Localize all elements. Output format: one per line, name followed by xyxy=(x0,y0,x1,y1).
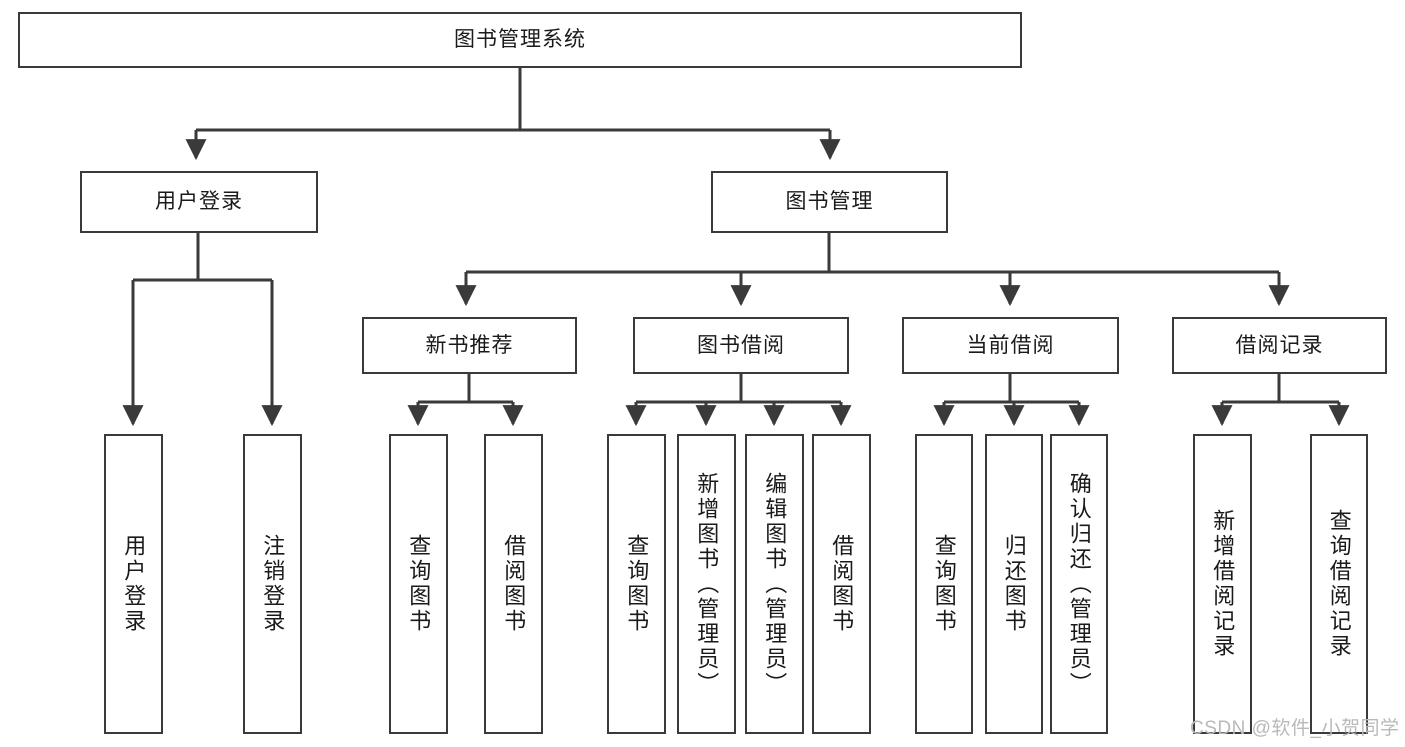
leaf-query-borrowing-record-label: 查询借阅记录 xyxy=(1326,509,1352,659)
node-borrowing-records-label: 借阅记录 xyxy=(1235,333,1324,357)
leaf-query-book-current[interactable]: 查询图书 xyxy=(915,434,973,734)
node-current-borrowing-label: 当前借阅 xyxy=(966,333,1055,357)
watermark-text: CSDN @软件_小贺同学 xyxy=(1190,718,1400,739)
node-user-login[interactable]: 用户登录 xyxy=(80,171,318,233)
leaf-return-book-label: 归还图书 xyxy=(1001,534,1027,634)
leaf-logout[interactable]: 注销登录 xyxy=(243,434,302,734)
node-book-management-label: 图书管理 xyxy=(785,190,874,214)
leaf-borrow-book-recommend[interactable]: 借阅图书 xyxy=(484,434,543,734)
node-book-management[interactable]: 图书管理 xyxy=(711,171,948,233)
leaf-borrow-book[interactable]: 借阅图书 xyxy=(812,434,871,734)
leaf-query-book-recommend[interactable]: 查询图书 xyxy=(389,434,448,734)
leaf-query-book-current-label: 查询图书 xyxy=(931,534,957,634)
node-user-login-label: 用户登录 xyxy=(155,190,243,214)
leaf-edit-book-admin[interactable]: 编辑图书（管理员） xyxy=(745,434,804,734)
leaf-query-book-recommend-label: 查询图书 xyxy=(406,534,432,634)
leaf-confirm-return-admin-label: 确认归还（管理员） xyxy=(1066,471,1092,697)
leaf-edit-book-admin-label: 编辑图书（管理员） xyxy=(762,471,788,697)
leaf-logout-label: 注销登录 xyxy=(260,534,286,634)
node-root-label: 图书管理系统 xyxy=(454,28,586,52)
node-book-borrowing-label: 图书借阅 xyxy=(697,333,785,357)
leaf-query-book-borrowing[interactable]: 查询图书 xyxy=(607,434,666,734)
leaf-borrow-book-label: 借阅图书 xyxy=(829,534,855,634)
leaf-query-book-borrowing-label: 查询图书 xyxy=(624,534,650,634)
node-new-book-recommendation[interactable]: 新书推荐 xyxy=(362,317,577,374)
leaf-add-borrowing-record[interactable]: 新增借阅记录 xyxy=(1193,434,1252,734)
leaf-return-book[interactable]: 归还图书 xyxy=(985,434,1043,734)
node-book-borrowing[interactable]: 图书借阅 xyxy=(633,317,849,374)
leaf-user-login[interactable]: 用户登录 xyxy=(104,434,163,734)
node-current-borrowing[interactable]: 当前借阅 xyxy=(902,317,1119,374)
leaf-confirm-return-admin[interactable]: 确认归还（管理员） xyxy=(1050,434,1108,734)
leaf-add-book-admin-label: 新增图书（管理员） xyxy=(694,471,720,697)
leaf-user-login-label: 用户登录 xyxy=(121,534,147,634)
leaf-add-borrowing-record-label: 新增借阅记录 xyxy=(1210,509,1236,659)
node-borrowing-records[interactable]: 借阅记录 xyxy=(1172,317,1387,374)
node-new-book-recommendation-label: 新书推荐 xyxy=(425,333,514,357)
node-root[interactable]: 图书管理系统 xyxy=(18,12,1022,68)
leaf-borrow-book-recommend-label: 借阅图书 xyxy=(501,534,527,634)
leaf-add-book-admin[interactable]: 新增图书（管理员） xyxy=(677,434,736,734)
leaf-query-borrowing-record[interactable]: 查询借阅记录 xyxy=(1310,434,1368,734)
